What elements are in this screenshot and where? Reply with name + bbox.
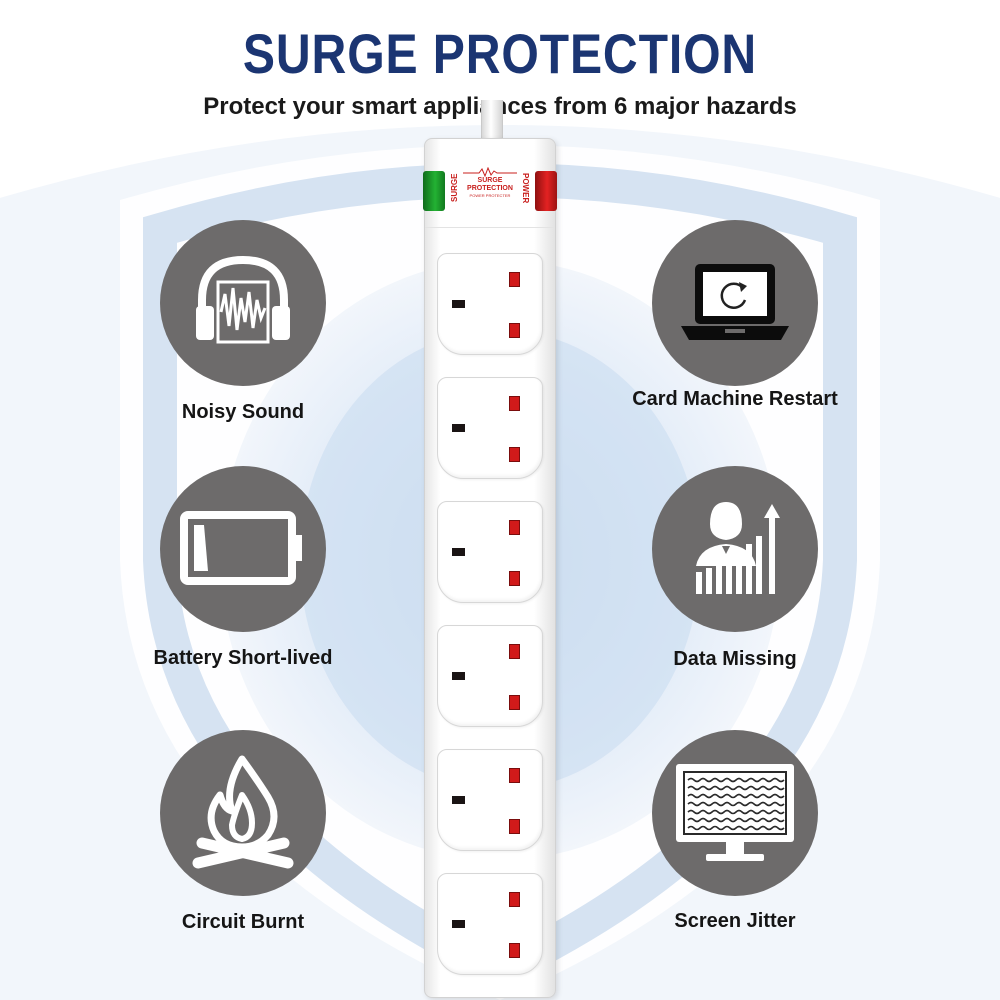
hazard-icon-circle bbox=[160, 466, 326, 632]
neutral-pin-slot bbox=[509, 819, 520, 834]
low-battery-icon bbox=[180, 511, 302, 585]
strip-brand-line-3: POWER PROTECTER bbox=[469, 193, 511, 198]
laptop-restart-icon bbox=[681, 264, 789, 340]
monitor-jitter-icon bbox=[676, 764, 794, 861]
outlet-socket bbox=[437, 625, 543, 727]
person-data-chart-icon bbox=[696, 502, 780, 594]
neutral-pin-slot bbox=[509, 571, 520, 586]
live-pin-slot bbox=[509, 892, 520, 907]
hazard-circuit-burnt: Circuit Burnt bbox=[113, 730, 373, 940]
strip-brand-line-2: PROTECTION bbox=[467, 185, 513, 192]
power-switch bbox=[535, 171, 557, 211]
power-switch-label: POWER bbox=[521, 172, 530, 204]
outlet-socket bbox=[437, 749, 543, 851]
headphones-waveform-icon bbox=[196, 255, 290, 344]
outlet-socket bbox=[437, 253, 543, 355]
hazard-icon-circle bbox=[652, 220, 818, 386]
hazard-battery-short-lived: Battery Short-lived bbox=[113, 466, 373, 676]
hazard-label: Screen Jitter bbox=[674, 910, 796, 932]
earth-pin-slot bbox=[452, 300, 465, 308]
hazard-label: Battery Short-lived bbox=[153, 647, 333, 669]
hazard-icon-circle bbox=[652, 466, 818, 632]
hazard-label: Noisy Sound bbox=[181, 401, 305, 423]
hazard-noisy-sound: Noisy Sound bbox=[113, 220, 373, 430]
hazard-icon-circle bbox=[160, 730, 326, 896]
hazard-label: Data Missing bbox=[673, 648, 797, 670]
live-pin-slot bbox=[509, 768, 520, 783]
outlet-socket bbox=[437, 873, 543, 975]
outlet-socket bbox=[437, 501, 543, 603]
neutral-pin-slot bbox=[509, 695, 520, 710]
pulse-line-icon bbox=[463, 167, 517, 177]
strip-brand-badge: SURGE PROTECTION POWER PROTECTER bbox=[463, 167, 517, 199]
hazard-label: Circuit Burnt bbox=[181, 911, 305, 933]
earth-pin-slot bbox=[452, 548, 465, 556]
hazard-icon-circle bbox=[652, 730, 818, 896]
hazard-screen-jitter: Screen Jitter bbox=[605, 730, 865, 940]
strip-brand-line-1: SURGE bbox=[477, 177, 503, 184]
power-cable bbox=[481, 100, 503, 146]
neutral-pin-slot bbox=[509, 323, 520, 338]
earth-pin-slot bbox=[452, 796, 465, 804]
hazard-card-machine-restart: Card Machine Restart bbox=[605, 220, 865, 430]
live-pin-slot bbox=[509, 272, 520, 287]
outlet-socket bbox=[437, 377, 543, 479]
live-pin-slot bbox=[509, 644, 520, 659]
live-pin-slot bbox=[509, 396, 520, 411]
earth-pin-slot bbox=[452, 424, 465, 432]
surge-indicator-label: SURGE bbox=[450, 173, 459, 203]
hazard-icon-circle bbox=[160, 220, 326, 386]
neutral-pin-slot bbox=[509, 943, 520, 958]
earth-pin-slot bbox=[452, 920, 465, 928]
campfire-icon bbox=[192, 755, 294, 869]
power-strip-head: SURGE POWER SURGE PROTECTION POWER PROTE… bbox=[423, 139, 557, 228]
earth-pin-slot bbox=[452, 672, 465, 680]
neutral-pin-slot bbox=[509, 447, 520, 462]
live-pin-slot bbox=[509, 520, 520, 535]
surge-indicator-switch bbox=[423, 171, 445, 211]
hazard-label: Card Machine Restart bbox=[632, 388, 838, 410]
hazard-data-missing: Data Missing bbox=[605, 466, 865, 676]
power-strip: SURGE POWER SURGE PROTECTION POWER PROTE… bbox=[423, 138, 557, 998]
page-title: SURGE PROTECTION bbox=[242, 22, 758, 85]
